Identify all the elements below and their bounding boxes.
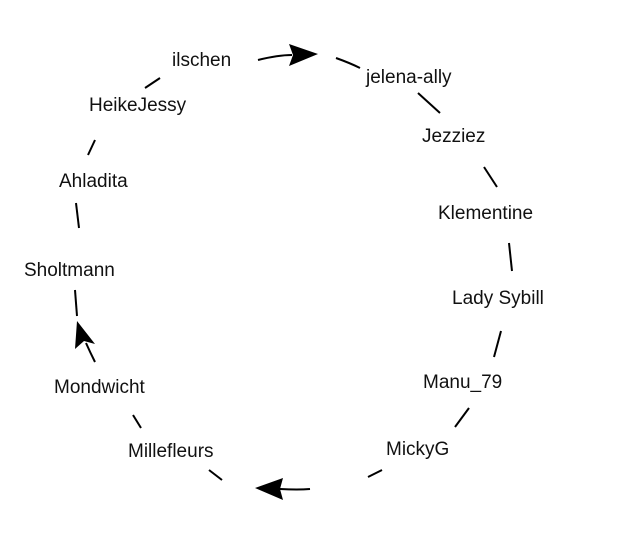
connector-ahladita-to-heikejessy <box>87 139 96 156</box>
connector-millefleurs-to-mondwicht <box>132 414 142 429</box>
node-ilschen: ilschen <box>172 50 231 71</box>
node-millefleurs: Millefleurs <box>128 441 214 462</box>
node-mickyg: MickyG <box>386 439 449 460</box>
connector-jezziez-to-klementine <box>483 166 498 188</box>
node-manu79: Manu_79 <box>423 372 502 393</box>
node-jezziez: Jezziez <box>422 126 485 147</box>
connectors <box>74 44 513 500</box>
arrowhead-bottom-icon <box>255 478 283 500</box>
connector-mondwicht-to-sholtmann-arrow <box>85 342 96 363</box>
node-jelena-ally: jelena-ally <box>365 67 452 88</box>
node-sholtmann: Sholtmann <box>24 260 115 281</box>
connector-mickyg-to-millefleurs-arrow <box>279 488 311 491</box>
connector-heikejessy-to-ilschen <box>144 77 161 89</box>
connector-sholtmann-to-ahladita <box>75 202 80 229</box>
connector-jelena-ally-to-jezziez <box>417 92 441 114</box>
connector-jelena-ally-tail <box>335 57 361 69</box>
arrowhead-left-icon <box>75 321 95 349</box>
node-ahladita: Ahladita <box>59 171 128 192</box>
connector-lady-sybill-to-manu79 <box>493 330 502 358</box>
node-heikejessy: HeikeJessy <box>89 95 187 116</box>
connector-millefleurs-tail <box>208 469 223 481</box>
connector-klementine-to-lady-sybill <box>508 242 513 272</box>
connector-ilschen-to-jelena-ally-arrow <box>257 54 293 61</box>
arrowhead-top-icon <box>289 44 318 66</box>
node-lady-sybill: Lady Sybill <box>452 288 544 309</box>
node-mondwicht: Mondwicht <box>54 377 146 398</box>
connector-sholtmann-tail <box>74 289 78 317</box>
node-labels: ilschen jelena-ally Jezziez Klementine L… <box>24 50 544 462</box>
connector-mickyg-tail <box>367 469 383 478</box>
node-klementine: Klementine <box>438 203 533 224</box>
connector-manu79-to-mickyg <box>454 407 470 428</box>
